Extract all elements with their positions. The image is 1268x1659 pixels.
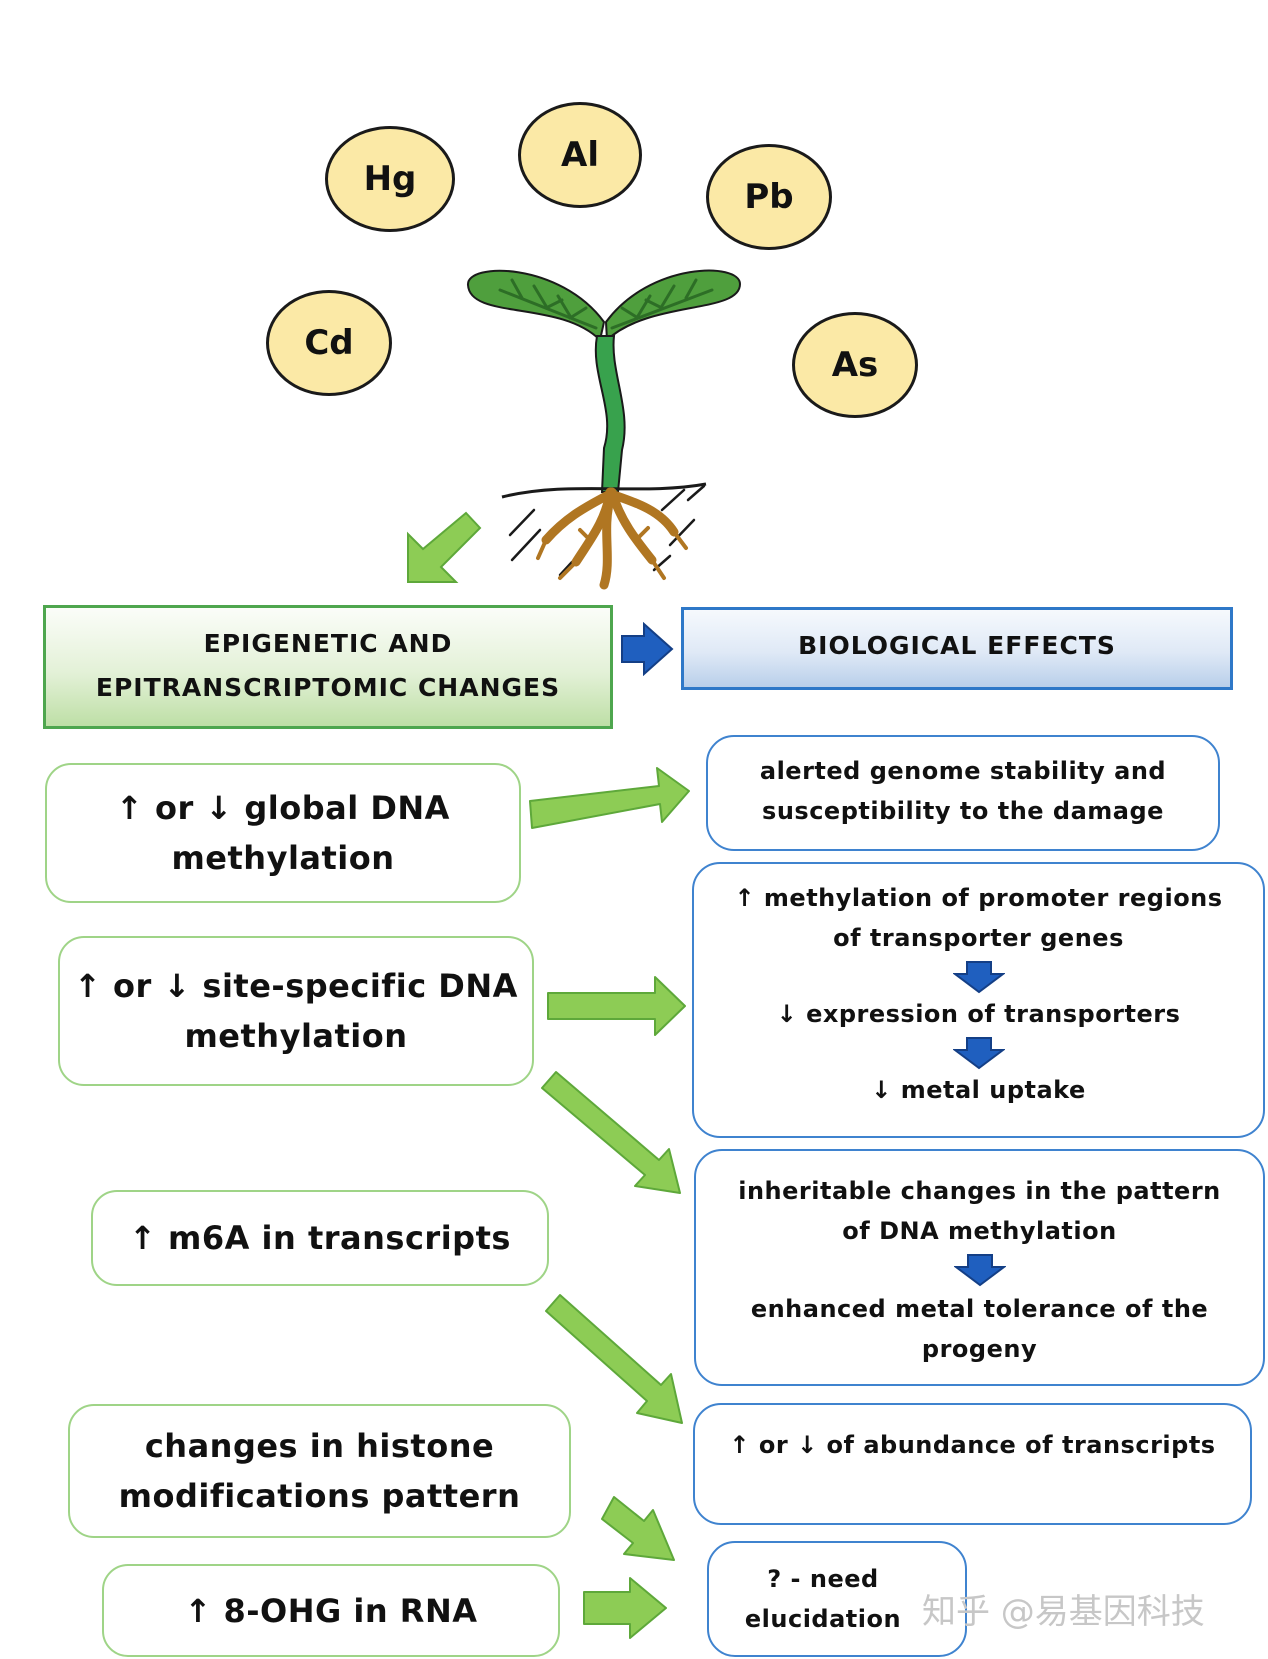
watermark: 知乎 @易基因科技	[922, 1592, 1205, 1632]
change-line: ↑ m6A in transcripts	[129, 1219, 511, 1257]
header-line: BIOLOGICAL EFFECTS	[798, 631, 1116, 660]
histone-modifications-box: changes in histone modifications pattern	[68, 1404, 571, 1538]
effect-line: ↑ or ↓ of abundance of transcripts	[729, 1431, 1216, 1459]
change-line: changes in histone	[144, 1427, 495, 1465]
promoter-methylation-effect-box: ↑ methylation of promoter regions of tra…	[692, 862, 1265, 1138]
need-elucidation-box: ? - need elucidation	[707, 1541, 967, 1657]
blue-right-arrow	[621, 622, 674, 676]
effect-line: of DNA methylation	[842, 1217, 1117, 1245]
arrow-global-to-genome	[529, 767, 690, 829]
effect-line: ↑ methylation of promoter regions	[734, 884, 1223, 912]
genome-stability-effect-box: alerted genome stability and susceptibil…	[706, 735, 1220, 851]
site-specific-dna-methylation-box: ↑ or ↓ site-specific DNA methylation	[58, 936, 534, 1086]
metal-label: As	[831, 345, 879, 385]
change-line: methylation	[171, 839, 395, 877]
blue-down-arrow	[952, 1037, 1005, 1070]
biological-effects-header: BIOLOGICAL EFFECTS	[681, 607, 1233, 690]
effect-line: of transporter genes	[833, 924, 1124, 952]
change-line: ↑ or ↓ site-specific DNA	[74, 967, 518, 1005]
change-line: ↑ 8-OHG in RNA	[184, 1591, 478, 1630]
epigenetic-changes-header: EPIGENETIC AND EPITRANSCRIPTOMIC CHANGES	[43, 605, 613, 729]
global-dna-methylation-box: ↑ or ↓ global DNA methylation	[45, 763, 521, 903]
arrow-histone-to-need	[601, 1496, 675, 1561]
arrow-sitespecific-to-promoter	[547, 976, 686, 1036]
effect-line: progeny	[921, 1335, 1038, 1363]
m6a-transcripts-box: ↑ m6A in transcripts	[91, 1190, 549, 1286]
header-line: EPIGENETIC AND	[203, 629, 453, 658]
effect-line: enhanced metal tolerance of the	[750, 1295, 1209, 1323]
change-line: modifications pattern	[118, 1477, 521, 1515]
metal-as: As	[792, 312, 918, 418]
metal-hg: Hg	[325, 126, 455, 232]
effect-line: ? - need	[767, 1565, 879, 1593]
effect-line: inheritable changes in the pattern	[738, 1177, 1221, 1205]
metal-al: Al	[518, 102, 642, 208]
transcripts-abundance-effect-box: ↑ or ↓ of abundance of transcripts	[693, 1403, 1252, 1525]
metal-label: Pb	[744, 177, 794, 217]
effect-line: alerted genome stability and	[759, 757, 1167, 785]
metal-pb: Pb	[706, 144, 832, 250]
effect-line: ↓ metal uptake	[871, 1076, 1086, 1104]
arrow-sitespecific-to-inherit	[541, 1071, 681, 1194]
inheritable-changes-effect-box: inheritable changes in the pattern of DN…	[694, 1149, 1265, 1386]
metal-cd: Cd	[266, 290, 392, 396]
change-line: ↑ or ↓ global DNA	[116, 789, 450, 827]
metal-label: Cd	[304, 323, 354, 363]
metal-label: Al	[561, 135, 599, 175]
effect-line: ↓ expression of transporters	[776, 1000, 1181, 1028]
blue-down-arrow	[953, 1254, 1006, 1287]
arrow-8ohg-to-need	[583, 1577, 667, 1639]
arrow-m6a-to-transcripts	[545, 1294, 683, 1424]
effect-line: elucidation	[744, 1605, 902, 1633]
plant-seedling-illustration	[407, 269, 742, 590]
blue-down-arrow	[952, 961, 1005, 994]
header-line: EPITRANSCRIPTOMIC CHANGES	[95, 673, 561, 702]
metal-label: Hg	[363, 159, 417, 199]
8-ohg-rna-box: ↑ 8-OHG in RNA	[102, 1564, 560, 1657]
change-line: methylation	[184, 1017, 408, 1055]
effect-line: susceptibility to the damage	[762, 797, 1164, 825]
